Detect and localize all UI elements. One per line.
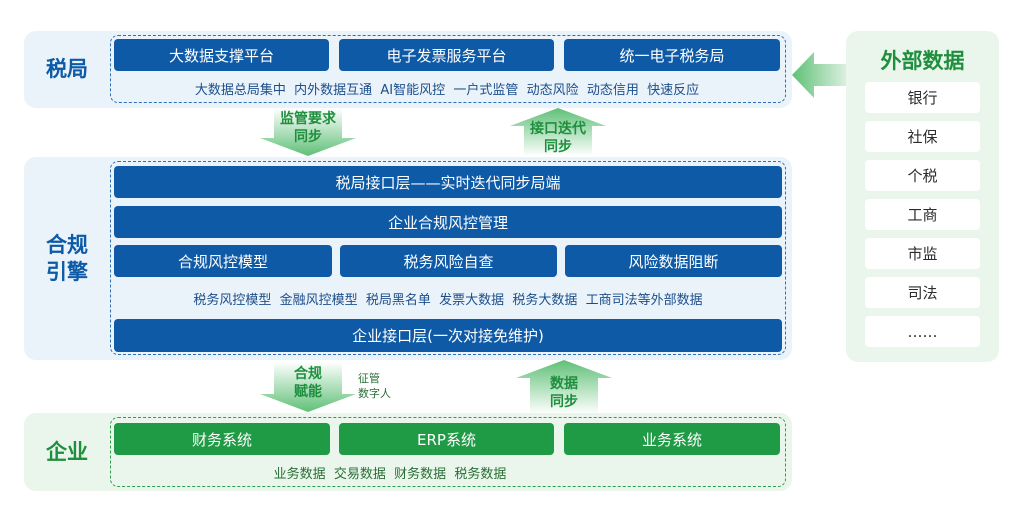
data-sync-line2: 同步: [550, 394, 578, 410]
regulation-sync-line1: 监管要求: [280, 110, 336, 127]
regulation-down-arrow: [260, 108, 356, 156]
external-item-more: ……: [865, 316, 980, 347]
empower-line1: 合规: [294, 365, 322, 382]
engine-data-sources: 税务风控模型 金融风控模型 税局黑名单 发票大数据 税务大数据 工商司法等外部数…: [193, 292, 703, 308]
interface-sync-label: 接口迭代 同步: [522, 120, 594, 156]
interface-up-arrow: [510, 108, 606, 156]
external-data-panel: [846, 31, 999, 362]
digital-human-note-line1: 征管: [358, 372, 380, 385]
enterprise-data: 业务数据 交易数据 财务数据 税务数据: [273, 466, 507, 482]
regulation-sync-line2: 同步: [294, 129, 322, 145]
external-item-social-security: 社保: [865, 121, 980, 152]
empower-label: 合规 赋能: [272, 364, 344, 402]
enterprise-dashed-box: [110, 417, 786, 487]
enterprise-label: 企业: [46, 439, 88, 464]
external-item-personal-tax: 个税: [865, 160, 980, 191]
tax-bureau-features: 大数据总局集中 内外数据互通 AI智能风控 一户式监管 动态风险 动态信用 快速…: [194, 82, 700, 98]
system-erp: ERP系统: [339, 423, 554, 455]
module-risk-data-block: 风险数据阻断: [565, 245, 782, 277]
interface-sync-line2: 同步: [544, 139, 572, 155]
compliance-engine-dashed-box: [110, 161, 786, 355]
external-data-title: 外部数据: [880, 48, 965, 73]
tax-interface-layer: 税局接口层——实时迭代同步局端: [114, 166, 782, 198]
regulation-sync-label: 监管要求 同步: [272, 110, 344, 146]
digital-human-note-line2: 数字人: [358, 386, 391, 400]
data-sync-line1: 数据: [550, 375, 578, 392]
module-compliance-model: 合规风控模型: [114, 245, 332, 277]
external-item-judicial: 司法: [865, 277, 980, 308]
empower-down-arrow: [260, 362, 356, 412]
empower-line2: 赋能: [294, 384, 322, 400]
compliance-engine-label-line1: 合规: [46, 233, 88, 258]
module-tax-self-check: 税务风险自查: [340, 245, 557, 277]
system-finance: 财务系统: [114, 423, 330, 455]
platform-etax-bureau: 统一电子税务局: [564, 39, 780, 71]
platform-einvoice: 电子发票服务平台: [339, 39, 554, 71]
platform-bigdata: 大数据支撑平台: [114, 39, 329, 71]
compliance-risk-management: 企业合规风控管理: [114, 206, 782, 238]
interface-sync-line1: 接口迭代: [530, 120, 586, 137]
system-business: 业务系统: [564, 423, 780, 455]
compliance-engine-label: 合规 引擎: [24, 157, 110, 360]
tax-bureau-label: 税局: [46, 57, 88, 82]
data-sync-up-arrow: [516, 360, 612, 414]
external-item-bank: 银行: [865, 82, 980, 113]
external-item-market-supervision: 市监: [865, 238, 980, 269]
external-item-industry-commerce: 工商: [865, 199, 980, 230]
compliance-engine-label-line2: 引擎: [46, 259, 88, 284]
data-sync-label: 数据 同步: [528, 374, 600, 412]
external-left-arrow: [792, 52, 848, 98]
enterprise-interface-layer: 企业接口层(一次对接免维护): [114, 319, 782, 352]
tax-bureau-dashed-box: [110, 35, 786, 103]
digital-human-note: 征管 数字人: [358, 372, 418, 402]
